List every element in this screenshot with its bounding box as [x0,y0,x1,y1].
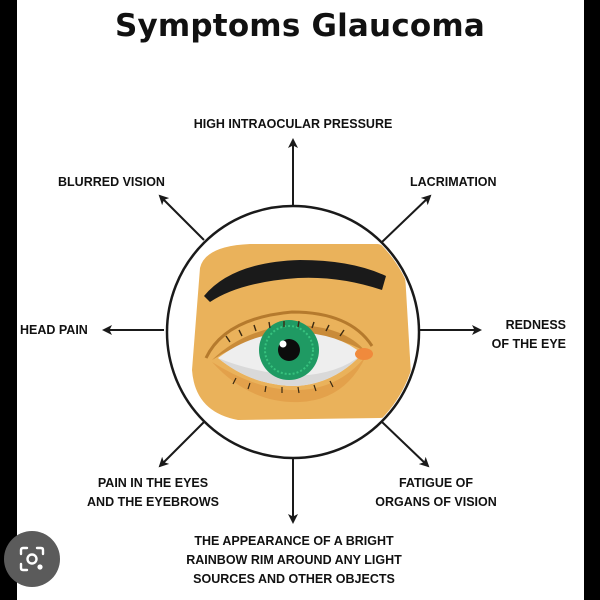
arrow-up-left [158,194,205,241]
symptom-pain-line-1: PAIN IN THE EYES [97,476,209,490]
page-title: Symptoms Glaucoma [114,8,486,44]
symptom-rainbow-line-2: RAINBOW RIM AROUND ANY LIGHT [186,553,402,567]
symptom-head-pain: HEAD PAIN [20,323,88,337]
eye-icon [165,204,421,460]
lens-search-button[interactable] [4,531,60,587]
arrow-down-right [381,421,430,468]
symptom-fatigue-organs-vision: FATIGUE OF ORGANS OF VISION [356,474,516,512]
symptom-fatigue-line-1: FATIGUE OF [398,476,474,490]
lens-search-icon [19,546,45,572]
arrow-down-left [158,421,205,468]
symptom-rainbow-rim: THE APPEARANCE OF A BRIGHT RAINBOW RIM A… [150,532,438,589]
arrow-up-right [381,194,432,243]
symptom-pain-line-2: AND THE EYEBROWS [87,495,219,509]
symptom-rainbow-line-3: SOURCES AND OTHER OBJECTS [193,572,395,586]
symptom-redness: REDNESS OF THE EYE [480,316,566,354]
symptom-rainbow-line-1: THE APPEARANCE OF A BRIGHT [194,534,394,548]
symptom-pain-eyes-eyebrows: PAIN IN THE EYES AND THE EYEBROWS [70,474,236,512]
symptom-lacrimation: LACRIMATION [410,175,497,189]
symptom-high-intraocular-pressure: HIGH INTRAOCULAR PRESSURE [193,117,393,131]
symptom-arrows [102,138,482,524]
symptom-blurred-vision: BLURRED VISION [58,175,165,189]
symptom-redness-line-1: REDNESS [505,318,566,332]
symptom-fatigue-line-2: ORGANS OF VISION [375,495,497,509]
symptom-redness-line-2: OF THE EYE [491,337,566,351]
